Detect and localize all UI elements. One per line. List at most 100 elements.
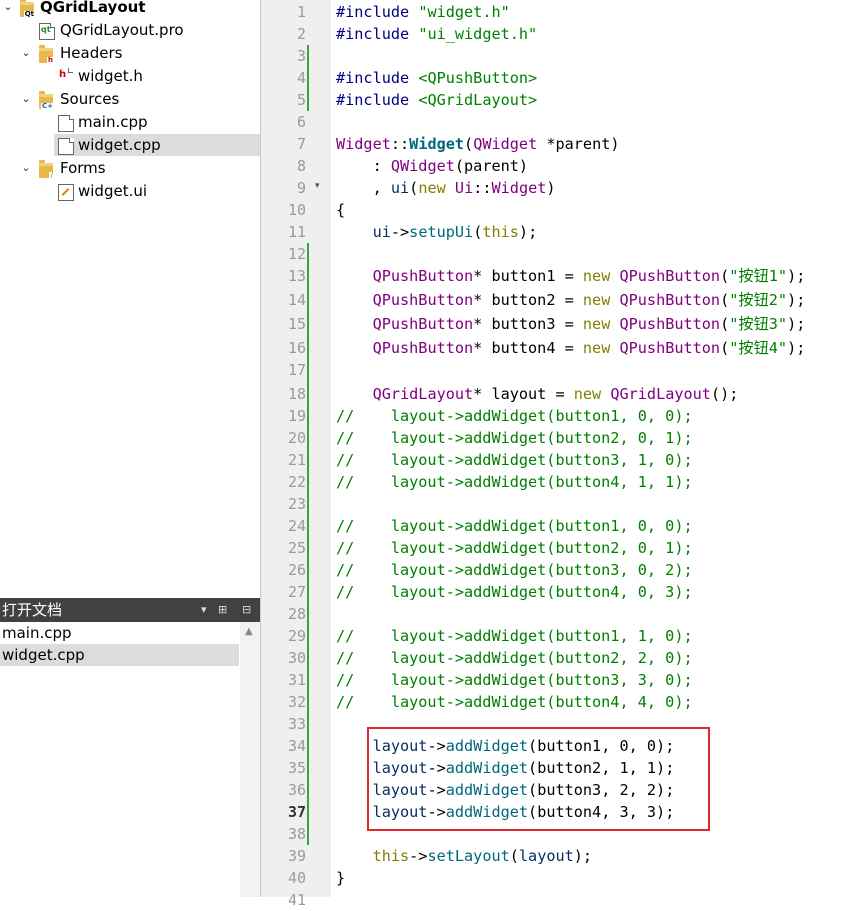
code-line[interactable]: // layout->addWidget(button2, 0, 1); <box>336 429 693 447</box>
tree-item-pro-file[interactable]: qt QGridLayout.pro <box>0 19 260 41</box>
source-file-icon <box>58 115 74 132</box>
line-number: 7 <box>296 135 306 153</box>
code-line[interactable]: // layout->addWidget(button1, 0, 0); <box>336 517 693 535</box>
open-documents-list: main.cpp widget.cpp ▲ <box>0 622 260 897</box>
close-pane-icon[interactable]: ⊟ <box>242 603 252 616</box>
code-line[interactable]: // layout->addWidget(button4, 0, 3); <box>336 583 693 601</box>
chevron-down-icon[interactable]: ⌄ <box>21 92 31 105</box>
panel-splitter[interactable] <box>260 0 261 897</box>
code-line[interactable]: layout->addWidget(button4, 3, 3); <box>372 803 675 821</box>
line-number: 32 <box>287 693 306 711</box>
highlight-annotation-box <box>367 727 710 831</box>
open-documents-scrollbar[interactable]: ▲ <box>240 622 260 897</box>
open-doc-label: widget.cpp <box>2 646 85 664</box>
code-line[interactable]: #include "widget.h" <box>336 3 510 21</box>
sources-label: Sources <box>60 90 120 108</box>
scroll-up-icon[interactable]: ▲ <box>245 626 253 637</box>
line-number: 1 <box>296 3 306 21</box>
code-line[interactable]: #include "ui_widget.h" <box>336 25 538 43</box>
code-line[interactable]: // layout->addWidget(button2, 0, 1); <box>336 539 693 557</box>
line-number: 16 <box>287 339 306 357</box>
line-number: 14 <box>287 291 306 309</box>
code-line[interactable]: // layout->addWidget(button4, 4, 0); <box>336 693 693 711</box>
dropdown-arrow-icon[interactable]: ▾ <box>201 603 207 616</box>
code-line[interactable]: QPushButton* button2 = new QPushButton("… <box>372 291 806 309</box>
tree-item-widget-ui[interactable]: widget.ui <box>0 180 260 202</box>
code-line[interactable]: #include <QGridLayout> <box>336 91 538 109</box>
line-number: 17 <box>287 361 306 379</box>
code-line[interactable]: ui->setupUi(this); <box>372 223 538 241</box>
line-number: 2 <box>296 25 306 43</box>
code-line[interactable]: // layout->addWidget(button1, 0, 0); <box>336 407 693 425</box>
tree-item-forms[interactable]: ⌄ / Forms <box>0 157 260 179</box>
code-line[interactable]: layout->addWidget(button2, 1, 1); <box>372 759 675 777</box>
forms-label: Forms <box>60 159 106 177</box>
code-line[interactable]: Widget::Widget(QWidget *parent) <box>336 135 620 153</box>
line-number: 11 <box>287 223 306 241</box>
line-number: 4 <box>296 69 306 87</box>
line-number: 12 <box>287 245 306 263</box>
code-line[interactable]: QGridLayout* layout = new QGridLayout(); <box>372 385 739 403</box>
change-bar <box>307 243 309 845</box>
code-editor[interactable]: #include "widget.h" #include "ui_widget.h… <box>336 0 861 897</box>
tree-item-main-cpp[interactable]: main.cpp <box>0 111 260 133</box>
chevron-down-icon[interactable]: ⌄ <box>21 161 31 174</box>
headers-label: Headers <box>60 44 123 62</box>
line-number: 19 <box>287 407 306 425</box>
code-line[interactable]: // layout->addWidget(button2, 2, 0); <box>336 649 693 667</box>
tree-item-headers[interactable]: ⌄ h Headers <box>0 42 260 64</box>
line-number: 31 <box>287 671 306 689</box>
line-number: 6 <box>296 113 306 131</box>
chevron-down-icon[interactable]: ⌄ <box>3 0 13 13</box>
line-number: 23 <box>287 495 306 513</box>
line-number: 33 <box>287 715 306 733</box>
code-line[interactable]: QPushButton* button3 = new QPushButton("… <box>372 315 806 333</box>
line-number: 29 <box>287 627 306 645</box>
code-line[interactable]: layout->addWidget(button3, 2, 2); <box>372 781 675 799</box>
line-number: 15 <box>287 315 306 333</box>
line-number: 37 <box>287 803 306 821</box>
line-number: 41 <box>287 891 306 909</box>
open-doc-widget-cpp[interactable]: widget.cpp <box>0 644 239 666</box>
code-line[interactable]: // layout->addWidget(button4, 1, 1); <box>336 473 693 491</box>
form-file-label: widget.ui <box>78 182 148 200</box>
pro-file-label: QGridLayout.pro <box>60 21 184 39</box>
source-file-label: main.cpp <box>78 113 148 131</box>
code-line[interactable]: layout->addWidget(button1, 0, 0); <box>372 737 675 755</box>
code-line[interactable]: // layout->addWidget(button1, 1, 0); <box>336 627 693 645</box>
line-number: 38 <box>287 825 306 843</box>
line-number: 10 <box>287 201 306 219</box>
open-doc-label: main.cpp <box>2 624 72 642</box>
line-number: 8 <box>296 157 306 175</box>
code-line[interactable]: QPushButton* button1 = new QPushButton("… <box>372 267 806 285</box>
code-line[interactable]: , ui(new Ui::Widget) <box>336 179 556 197</box>
fold-marker-icon[interactable]: ▾ <box>315 181 320 191</box>
headers-folder-icon: h <box>39 45 54 64</box>
line-number: 13 <box>287 267 306 285</box>
header-file-icon: h <box>58 68 73 84</box>
tree-item-sources[interactable]: ⌄ C+ Sources <box>0 88 260 110</box>
tree-item-project[interactable]: ⌄ Qt QGridLayout <box>0 0 260 18</box>
code-line[interactable]: QPushButton* button4 = new QPushButton("… <box>372 339 806 357</box>
code-line[interactable]: // layout->addWidget(button3, 0, 2); <box>336 561 693 579</box>
split-icon[interactable]: ⊞ <box>218 603 228 616</box>
code-line[interactable]: // layout->addWidget(button3, 1, 0); <box>336 451 693 469</box>
code-line[interactable]: { <box>336 201 346 219</box>
code-line[interactable]: // layout->addWidget(button3, 3, 0); <box>336 671 693 689</box>
code-line[interactable]: : QWidget(parent) <box>336 157 529 175</box>
code-line[interactable]: this->setLayout(layout); <box>372 847 593 865</box>
line-number: 3 <box>296 47 306 65</box>
open-doc-main-cpp[interactable]: main.cpp <box>0 622 239 644</box>
tree-item-widget-cpp[interactable]: widget.cpp <box>54 134 260 156</box>
line-number: 5 <box>296 91 306 109</box>
tree-item-widget-h[interactable]: h widget.h <box>0 65 260 87</box>
line-number: 26 <box>287 561 306 579</box>
pro-file-icon: qt <box>39 23 55 40</box>
line-number: 18 <box>287 385 306 403</box>
sources-folder-icon: C+ <box>39 91 54 110</box>
code-line[interactable]: #include <QPushButton> <box>336 69 538 87</box>
code-line[interactable]: } <box>336 869 346 887</box>
chevron-down-icon[interactable]: ⌄ <box>21 46 31 59</box>
line-number: 28 <box>287 605 306 623</box>
project-name: QGridLayout <box>40 0 146 16</box>
